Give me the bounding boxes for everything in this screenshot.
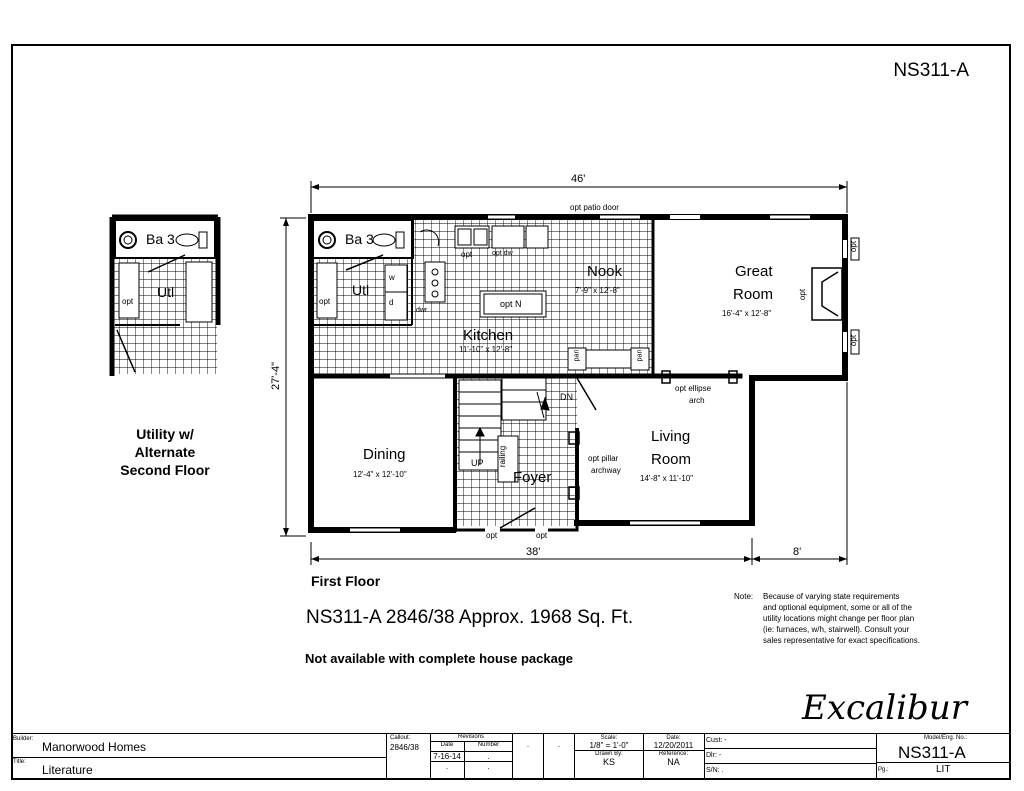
- kitchen-name: Kitchen: [463, 327, 514, 344]
- drawing-date: 12/20/2011: [643, 741, 704, 751]
- plan-summary: NS311-A 2846/38 Approx. 1968 Sq. Ft.: [306, 607, 634, 628]
- availability-note: Not available with complete house packag…: [305, 651, 574, 666]
- island-label: opt N: [500, 299, 522, 309]
- title-block: Builder: Manorwood Homes Title: Literatu…: [11, 733, 1011, 781]
- window-opt-label-2: opt: [849, 334, 859, 347]
- living-room-name-2: Room: [651, 451, 692, 468]
- pantry-label-1: pan: [573, 349, 581, 362]
- title-block-model: NS311-A: [898, 743, 966, 762]
- revision-date: 7-16-14: [430, 752, 465, 762]
- windows: [350, 215, 847, 532]
- dryer-label: d: [389, 298, 394, 307]
- drawn-by-value: KS: [602, 757, 615, 767]
- fireplace: [811, 267, 843, 321]
- stairs-up-label: UP: [471, 458, 484, 468]
- great-room-name-2: Room: [733, 286, 774, 303]
- scale-value: 1/8" = 1'-0": [575, 741, 643, 751]
- foyer-name: Foyer: [513, 469, 552, 486]
- washer-label: w: [389, 273, 395, 282]
- sn-value: .: [721, 767, 724, 774]
- door-opt-label-2: opt: [536, 531, 548, 540]
- alt-floor-caption: Utility w/ Alternate Second Floor: [120, 426, 210, 478]
- utl-label: Utl: [352, 282, 370, 298]
- pillar-archway-label-2: archway: [591, 466, 621, 475]
- callout-value: 2846/38: [390, 743, 419, 752]
- drawing-sheet: NS311-A: [11, 44, 1011, 780]
- dimension-arrows: [283, 184, 847, 562]
- stairs: [458, 377, 550, 483]
- model-code: NS311-A: [893, 60, 969, 81]
- alt-opt-label: opt: [122, 297, 134, 306]
- builder-name: Manorwood Homes: [42, 740, 147, 754]
- bath-opt-label: opt: [319, 297, 331, 306]
- bath-label: Ba 3: [345, 231, 374, 247]
- brand-logo: Excalibur: [802, 688, 967, 728]
- great-room-name-1: Great: [735, 263, 773, 280]
- kitchen-fixtures: [419, 225, 650, 371]
- pillar-archway-label-1: opt pillar: [588, 454, 619, 463]
- doors: [345, 254, 738, 529]
- nook-name: Nook: [587, 263, 623, 280]
- ellipse-arch-label-2: arch: [689, 396, 705, 405]
- door-opt-label-1: opt: [486, 531, 498, 540]
- floor-label: First Floor: [311, 573, 381, 589]
- alt-floor-fixtures: [114, 219, 216, 373]
- alt-floor-walls: [109, 214, 221, 376]
- note-prefix: Note:: [734, 592, 754, 601]
- patio-door-label: opt patio door: [570, 203, 619, 212]
- alt-utl-label: Utl: [157, 284, 175, 300]
- overall-width-dim: 46': [571, 173, 586, 185]
- nook-size: 7'-9" x 12'-8": [575, 286, 620, 295]
- dining-name: Dining: [363, 446, 406, 463]
- cust-value: -: [724, 737, 727, 744]
- great-room-size: 16'-4" x 12'-8": [722, 309, 772, 318]
- fireplace-opt-label: opt: [798, 288, 808, 301]
- lower-width-dim: 38': [526, 546, 541, 558]
- dining-size: 12'-4" x 12'-10": [353, 470, 407, 479]
- railing-label: railing: [498, 445, 508, 468]
- dwr-label: dwr: [416, 307, 428, 314]
- dlr-value: -: [718, 752, 722, 759]
- living-room-size: 14'-8" x 11'-10": [640, 474, 694, 483]
- kitchen-size: 11'-10" x 12'-8": [459, 345, 513, 354]
- revisions-grid: Revisions Date Number 7-16-14 . . . . .: [430, 734, 575, 780]
- living-room-name-1: Living: [651, 428, 691, 445]
- title-value: Literature: [42, 763, 93, 777]
- pantry-label-2: pan: [636, 349, 644, 362]
- alt-bath-label: Ba 3: [146, 231, 175, 247]
- window-sills: [350, 214, 860, 533]
- depth-dim: 27'-4": [270, 361, 283, 391]
- opt-dw-label: opt dw: [492, 250, 513, 257]
- stairs-down-label: DN: [560, 392, 573, 402]
- bath-utility-walls: [312, 219, 414, 326]
- offset-width-dim: 8': [793, 546, 802, 558]
- sink-opt-label: opt: [461, 250, 473, 259]
- note-body: Because of varying state requirements an…: [763, 592, 920, 645]
- page-value: LIT: [936, 764, 951, 775]
- ellipse-arch-label-1: opt ellipse: [675, 384, 712, 393]
- window-opt-label-1: opt: [849, 240, 859, 253]
- reference-value: NA: [667, 757, 680, 767]
